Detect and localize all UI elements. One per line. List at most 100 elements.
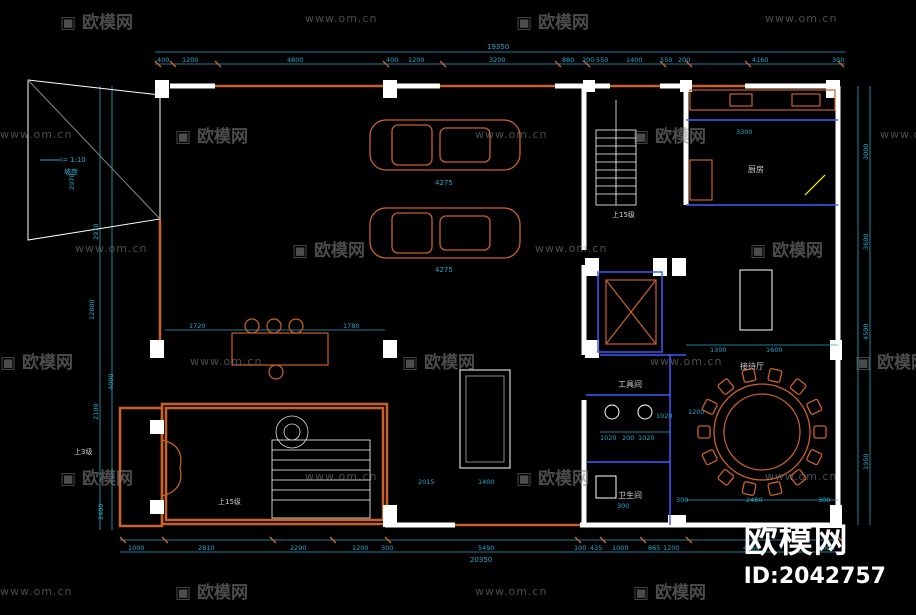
dimension-label: 1400 <box>478 478 495 486</box>
car-length-2: 4275 <box>435 266 453 274</box>
dimension-label: 1200 <box>663 544 680 552</box>
model-id: ID:2042757 <box>743 564 886 589</box>
dimension-label: 3600 <box>862 233 870 250</box>
dimension-label: 1000 <box>128 544 145 552</box>
dimension-label: 1300 <box>710 346 727 354</box>
stair-up-label-1: 上15级 <box>612 211 635 219</box>
entrance-doors <box>161 439 182 497</box>
dimension-label: 2970 <box>68 173 76 190</box>
watermark-logo: ▣ 欧模网 <box>0 353 73 373</box>
dimension-label: 1780 <box>343 322 360 330</box>
dimension-label: 1950 <box>862 453 870 470</box>
chair <box>717 469 735 486</box>
ramp-label: 坡度 <box>64 168 78 176</box>
stair-up-label-3: 上3级 <box>74 448 93 456</box>
watermark-logo: ▣ 欧模网 <box>855 353 916 373</box>
watermark-url: www.om.cn <box>305 470 378 483</box>
dimension-label: 2290 <box>290 544 307 552</box>
chair <box>701 449 718 466</box>
watermark-logo: ▣ 欧模网 <box>750 241 823 261</box>
stair-up-label-2: 上15级 <box>218 498 241 506</box>
watermark-url: www.om.cn <box>190 355 263 368</box>
dimension-label: 300 <box>832 56 845 64</box>
dimension-label: 550 <box>596 56 609 64</box>
watermark-logo: ▣ 欧模网 <box>516 469 589 489</box>
dimension-label: 2810 <box>198 544 215 552</box>
dimension-label: 4800 <box>287 56 304 64</box>
dimension-label: 400 <box>386 56 399 64</box>
lift-shaft <box>605 279 657 345</box>
dimension-label: 5490 <box>478 544 495 552</box>
top-total-dim: 19350 <box>487 43 510 51</box>
dimension-label: 2400 <box>97 503 105 520</box>
watermark-logo: ▣ 欧模网 <box>60 13 133 33</box>
watermark-logo: ▣ 欧模网 <box>60 469 133 489</box>
dimension-label: 550 <box>660 56 673 64</box>
tool-room-label: 工具间 <box>618 380 642 389</box>
dimension-label: 3200 <box>489 56 506 64</box>
dimension-label: 1000 <box>612 544 629 552</box>
dining-table <box>231 318 329 380</box>
watermark-logo: ▣ 欧模网 <box>633 583 706 603</box>
dimension-label: 1200 <box>688 408 705 416</box>
dimension-label: 300 <box>676 496 689 504</box>
dimension-label: 1200 <box>182 56 199 64</box>
chair <box>741 481 757 496</box>
dimension-label: 3300 <box>736 128 753 136</box>
kitchen-fixtures <box>689 89 836 201</box>
dimension-label: 4000 <box>107 373 115 390</box>
chair <box>789 378 807 395</box>
chair <box>741 368 757 383</box>
dimension-label: 1720 <box>189 322 206 330</box>
dimension-label: 200 <box>622 434 635 442</box>
watermark-logo: ▣ 欧模网 <box>175 127 248 147</box>
watermark-url: www.om.cn <box>765 12 838 25</box>
dimension-label: 2970 <box>92 223 100 240</box>
chair <box>806 398 823 415</box>
watermark-logo: ▣ 欧模网 <box>402 353 475 373</box>
dimension-label: 12800 <box>88 299 96 320</box>
watermark-url: www.om.cn <box>0 128 73 141</box>
sinks <box>595 404 653 499</box>
dimension-label: 1020 <box>638 434 655 442</box>
dimension-label: 4500 <box>862 323 870 340</box>
watermark-url: www.om.cn <box>475 585 548 598</box>
dimension-label: 300 <box>617 502 630 510</box>
dimension-label: 200 <box>582 56 595 64</box>
cabinet <box>739 269 773 331</box>
watermark-logo: ▣ 欧模网 <box>175 583 248 603</box>
dimension-label: 880 <box>562 56 575 64</box>
exterior-walls <box>170 83 841 528</box>
watermark-url: www.om.cn <box>475 128 548 141</box>
ramp-slope-label: i= 1:10 <box>60 156 86 164</box>
dimension-label: 1600 <box>766 346 783 354</box>
watermark-logo: ▣ 欧模网 <box>292 241 365 261</box>
dimension-label: 1400 <box>626 56 643 64</box>
dimension-label: 300 <box>818 496 831 504</box>
dimension-ticks <box>119 60 845 544</box>
watermark-url: www.om.cn <box>650 355 723 368</box>
dimension-label: 2015 <box>418 478 435 486</box>
watermark-url: www.om.cn <box>535 242 608 255</box>
stair-bottom-left <box>271 415 371 519</box>
dimension-label: 2460 <box>746 496 763 504</box>
dimension-label: 200 <box>678 56 691 64</box>
dimension-label: 1200 <box>408 56 425 64</box>
dimension-label: 1020 <box>656 412 673 420</box>
interior-partitions <box>586 119 838 525</box>
brand-badge: 欧模网 ID:2042757 <box>744 513 886 589</box>
dimension-label: 865 <box>648 544 661 552</box>
dimension-label: 400 <box>157 56 170 64</box>
dimension-label: 1200 <box>352 544 369 552</box>
watermark-url: www.om.cn <box>765 470 838 483</box>
dimension-label: 1000 <box>818 544 835 552</box>
watermark-url: www.om.cn <box>75 242 148 255</box>
car-2 <box>369 207 521 259</box>
dimension-label: 4160 <box>752 56 769 64</box>
dimension-label: 1020 <box>600 434 617 442</box>
columns <box>150 80 842 527</box>
kitchen-label: 厨房 <box>748 165 764 174</box>
bottom-total-dim: 20350 <box>470 556 493 564</box>
dimension-lines <box>99 51 871 553</box>
